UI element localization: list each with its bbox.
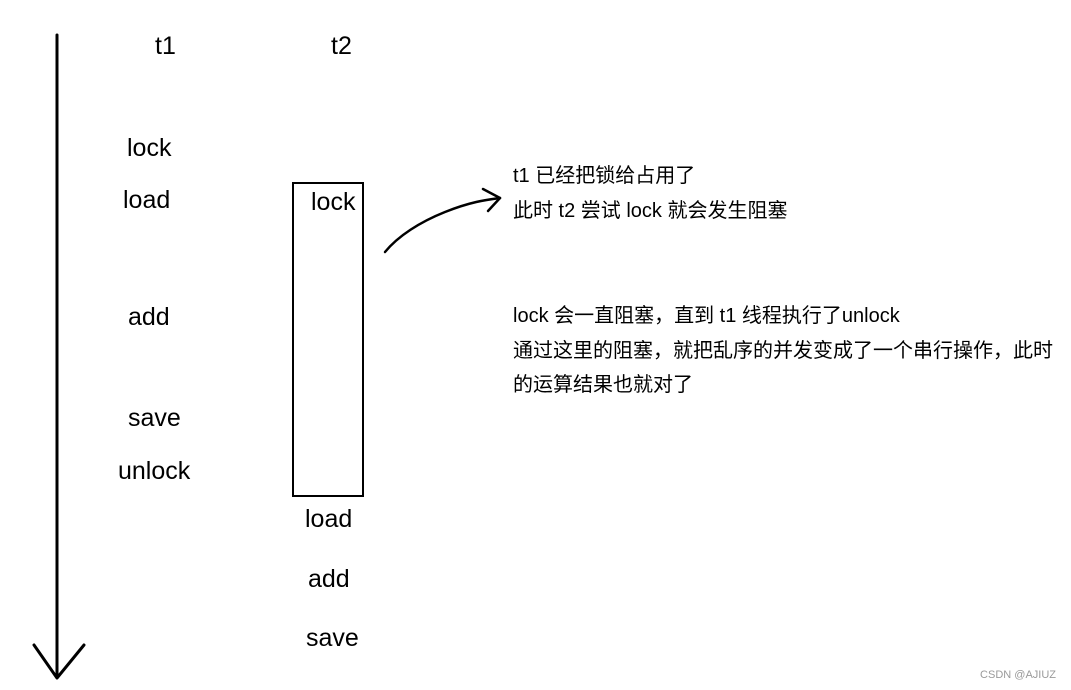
t1-step-save: save — [128, 404, 181, 432]
blocking-curve-arrow — [383, 196, 502, 254]
watermark-text: CSDN @AJIUZ — [980, 669, 1056, 681]
t1-step-unlock: unlock — [118, 457, 191, 485]
timeline-arrowhead — [32, 643, 86, 680]
note-lock-held-line: t1 已经把锁给占用了 — [513, 165, 696, 187]
note-serialization-line: 通过这里的阻塞，就把乱序的并发变成了一个串行操作，此时 — [513, 339, 1053, 362]
t1-header: t1 — [155, 32, 176, 60]
t1-step-load: load — [123, 186, 171, 214]
t2-step-lock-blocked: lock — [311, 188, 356, 216]
t2-step-add: add — [308, 565, 350, 593]
t2-blocked-box — [292, 182, 364, 497]
blocking-curve-arrowhead — [481, 187, 502, 213]
t2-step-save: save — [306, 624, 359, 652]
note-lock-held-line: 此时 t2 尝试 lock 就会发生阻塞 — [513, 199, 788, 222]
t2-step-load: load — [305, 505, 353, 533]
note-serialization-line: 的运算结果也就对了 — [513, 374, 693, 396]
t1-step-add: add — [128, 303, 170, 331]
note-serialization: lock 会一直阻塞，直到 t1 线程执行了unlock 通过这里的阻塞，就把乱… — [513, 299, 1053, 403]
note-serialization-line: lock 会一直阻塞，直到 t1 线程执行了unlock — [513, 305, 900, 327]
note-lock-held: t1 已经把锁给占用了 此时 t2 尝试 lock 就会发生阻塞 — [513, 159, 787, 228]
t2-header: t2 — [331, 32, 352, 60]
t1-step-lock: lock — [127, 134, 172, 162]
